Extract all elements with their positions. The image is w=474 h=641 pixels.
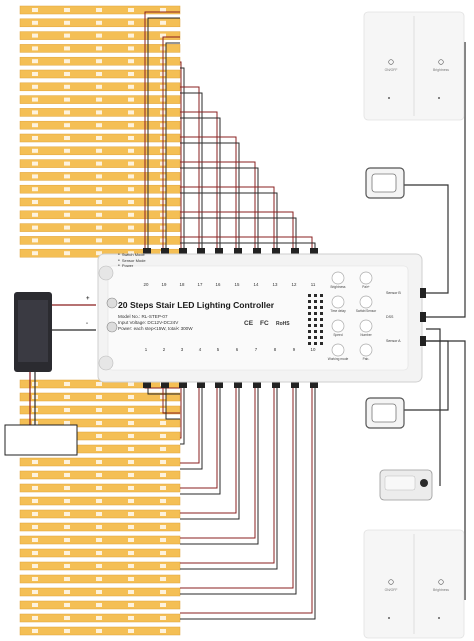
led-strip <box>19 159 181 168</box>
led-strip <box>19 5 181 15</box>
led-strip <box>19 600 181 610</box>
led-strip <box>19 574 181 584</box>
led-strip <box>19 483 181 493</box>
led-strip <box>19 31 181 40</box>
ce-mark: CE <box>244 320 254 327</box>
button-label: Time delay <box>330 309 346 313</box>
led-strip <box>19 561 181 571</box>
channel-number: 17 <box>197 282 203 287</box>
controller-power-rating: Power: each step<15W, total< 300W <box>118 326 193 331</box>
switch-top-onoff-label: ON/OFF <box>384 68 398 72</box>
led-strip <box>19 405 181 415</box>
led-strip <box>19 44 181 53</box>
wall-switch-bottom <box>363 529 465 639</box>
led-strip <box>19 56 181 66</box>
power-supply <box>14 292 96 425</box>
controller-model: Model No.: RL-STEP-07 <box>118 314 168 319</box>
fc-mark: FC <box>260 320 269 327</box>
rohs-mark: RoHS <box>276 321 290 327</box>
led-strip <box>19 210 181 220</box>
button-label: Pair- <box>362 357 370 361</box>
channel-number: 16 <box>215 282 221 287</box>
controller-input-voltage: Input Voltage: DC12V-DC24V <box>118 320 179 325</box>
led-strip <box>19 522 181 532</box>
channel-number: 4 <box>198 347 202 352</box>
port-label-sensor-a: Sensor A <box>386 339 401 343</box>
channel-number: 5 <box>216 347 220 352</box>
channel-number: 18 <box>179 282 185 287</box>
power-plus-label: + <box>86 296 90 302</box>
mode-item: Sensor Mode <box>118 258 146 264</box>
led-strip <box>19 197 181 207</box>
channel-number: 20 <box>143 282 149 287</box>
mode-indicator-list: Switch Mode Sensor Mode Power <box>118 252 146 269</box>
port-wiring <box>404 42 466 600</box>
vent-grille <box>308 294 323 345</box>
led-strip <box>19 172 181 181</box>
led-strip <box>19 457 181 467</box>
channel-number: 2 <box>162 347 166 352</box>
channel-number: 10 <box>310 347 316 352</box>
button-label: Switch/Sensor <box>355 309 377 313</box>
led-strip <box>19 236 181 245</box>
led-strip <box>19 223 181 232</box>
port-label-sensor-b: Sensor B <box>386 291 401 295</box>
led-strip <box>19 69 181 79</box>
led-strip <box>19 82 181 92</box>
channel-number: 11 <box>310 282 316 287</box>
led-strip <box>19 120 181 130</box>
led-strip <box>19 587 181 597</box>
port-label-dss: DSS <box>386 315 394 319</box>
motion-sensor-bottom <box>365 397 405 429</box>
dss-module <box>379 469 433 501</box>
led-strip <box>19 548 181 558</box>
button-label: Number <box>360 333 372 337</box>
led-strip <box>19 626 181 636</box>
channel-number: 8 <box>273 347 277 352</box>
channel-wires <box>143 11 318 620</box>
channel-number: 15 <box>234 282 240 287</box>
led-strips-bottom <box>19 379 181 636</box>
switch-bottom-brightness-label: Brightness <box>432 588 450 592</box>
channel-number: 3 <box>180 347 184 352</box>
power-minus-label: - <box>86 321 88 327</box>
switch-top-brightness-label: Brightness <box>432 68 450 72</box>
channel-number: 7 <box>254 347 258 352</box>
button-label: Brightness <box>330 285 346 289</box>
led-strip <box>19 509 181 519</box>
channel-number: 1 <box>144 347 148 352</box>
button-label: Speed <box>333 333 343 337</box>
led-strip <box>19 535 181 545</box>
button-label: Pair+ <box>362 285 370 289</box>
motion-sensor-top <box>365 167 405 199</box>
led-strip <box>19 95 181 104</box>
channel-number: 6 <box>235 347 239 352</box>
switch-bottom-onoff-label: ON/OFF <box>384 588 398 592</box>
led-strip <box>19 18 181 28</box>
channel-number: 14 <box>253 282 259 287</box>
mode-item: Power <box>118 263 146 269</box>
led-strip <box>19 496 181 506</box>
led-strip <box>19 613 181 623</box>
channel-number: 19 <box>161 282 167 287</box>
button-label: Working mode <box>327 357 349 361</box>
led-strip <box>19 146 181 156</box>
channel-number: 13 <box>272 282 278 287</box>
channel-number: 9 <box>292 347 296 352</box>
led-strip <box>19 470 181 480</box>
control-buttons <box>331 271 373 357</box>
led-strip <box>19 133 181 143</box>
mode-item: Switch Mode <box>118 252 146 258</box>
led-strip <box>19 184 181 194</box>
mains-input-box <box>4 424 78 456</box>
wall-switch-top <box>363 11 465 121</box>
led-strips-top <box>19 5 181 258</box>
led-strip <box>19 108 181 117</box>
controller-title: 20 Steps Stair LED Lighting Controller <box>118 300 275 310</box>
channel-number: 12 <box>291 282 297 287</box>
